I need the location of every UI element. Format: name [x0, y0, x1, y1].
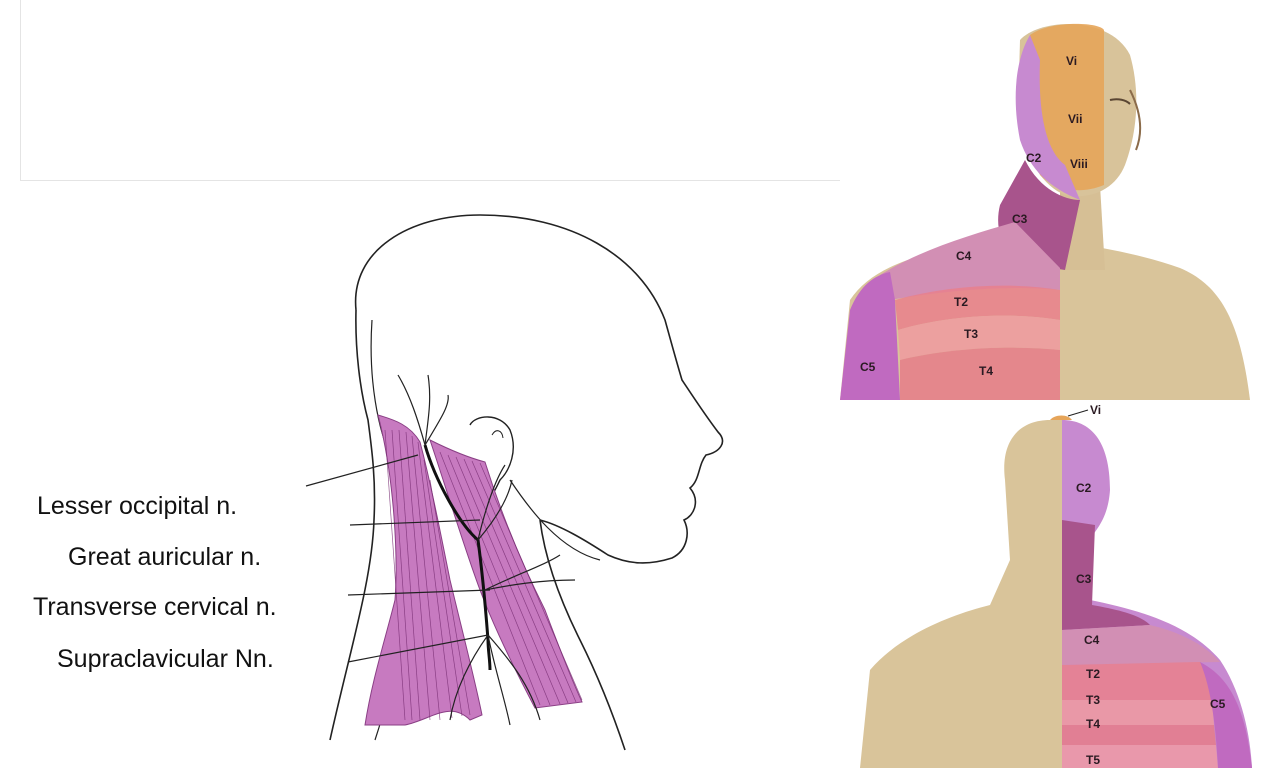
- derm-front-t2: T2: [954, 295, 968, 309]
- sternocleidomastoid-band: [429, 439, 583, 709]
- neck-nerve-illustration: [305, 214, 724, 751]
- blank-slide-area: [20, 0, 970, 181]
- label-supraclavicular-nerves: Supraclavicular Nn.: [57, 645, 274, 673]
- derm-back-c3: C3: [1076, 572, 1092, 586]
- label-transverse-cervical-nerve: Transverse cervical n.: [33, 593, 277, 621]
- derm-front-viii: Viii: [1070, 157, 1088, 171]
- derm-front-t3: T3: [964, 327, 978, 341]
- neck-front-outline: [539, 519, 626, 751]
- derm-front-c2: C2: [1026, 151, 1042, 165]
- derm-back-c2: C2: [1076, 481, 1092, 495]
- derm-back-vi: Vi: [1090, 403, 1101, 417]
- derm-front-c4: C4: [956, 249, 972, 263]
- derm-back-t3: T3: [1086, 693, 1100, 707]
- derm-back-c4: C4: [1084, 633, 1100, 647]
- derm-back-c5: C5: [1210, 697, 1226, 711]
- derm-back-t5: T5: [1086, 753, 1100, 767]
- head-outline: [354, 214, 724, 564]
- back-dermatome-figure: Vi C2 C3 C4 C5 T2 T3 T4 T5: [840, 400, 1268, 768]
- neck-back-outline: [329, 309, 376, 741]
- front-dermatome-figure: Vi Vii Viii C2 C3 C4 C5 T2 T3 T4: [840, 0, 1268, 400]
- derm-front-vii: Vii: [1068, 112, 1082, 126]
- label-leader-lines: [305, 454, 491, 663]
- derm-front-t4: T4: [979, 364, 993, 378]
- derm-back-t4: T4: [1086, 717, 1100, 731]
- cervical-plexus-trunk: [423, 444, 492, 671]
- label-lesser-occipital-nerve: Lesser occipital n.: [37, 492, 238, 520]
- label-great-auricular-nerve: Great auricular n.: [68, 543, 262, 571]
- derm-back-t2: T2: [1086, 667, 1100, 681]
- derm-front-vi: Vi: [1066, 54, 1077, 68]
- derm-front-c5: C5: [860, 360, 876, 374]
- derm-front-c3: C3: [1012, 212, 1028, 226]
